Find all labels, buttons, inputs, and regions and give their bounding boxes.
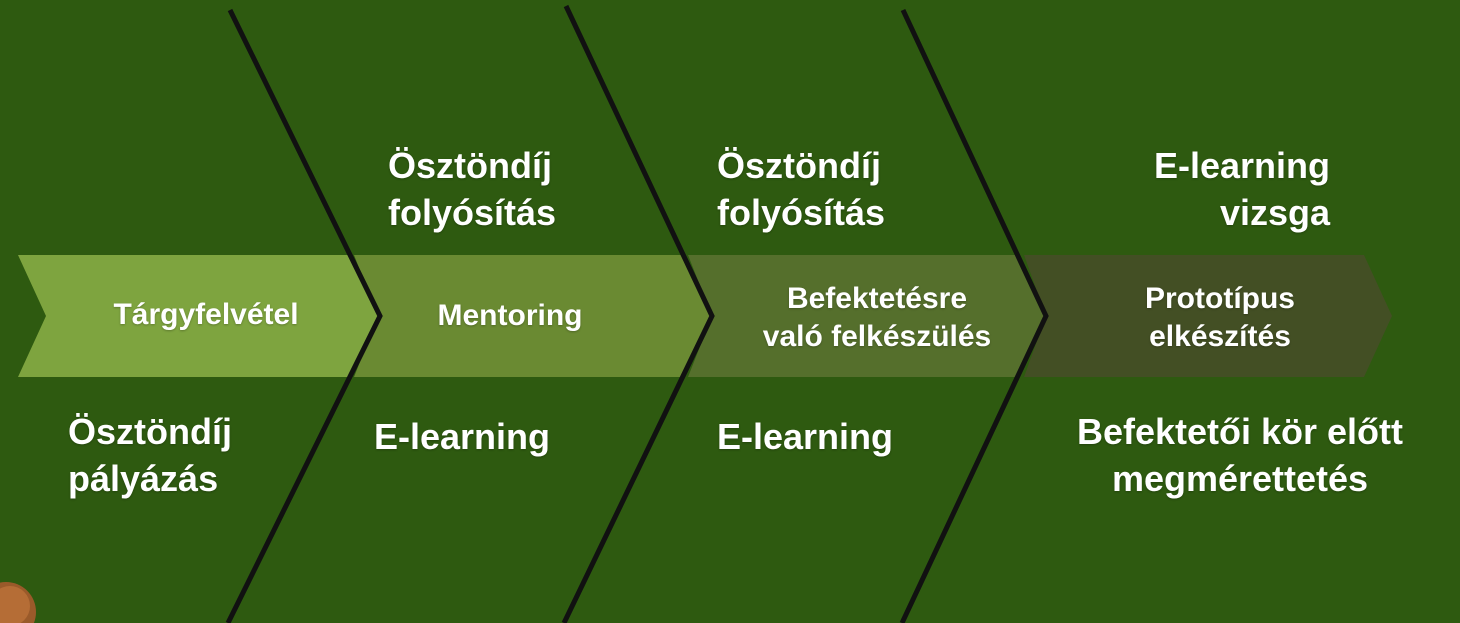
stage-4-label: Prototípus elkészítés	[1145, 282, 1295, 353]
stage-1-arrow	[18, 255, 380, 377]
stage-2-top-text: Ösztöndíj folyósítás	[388, 145, 557, 233]
stage-4-arrow	[1024, 255, 1392, 377]
stage-3-arrow	[688, 255, 1046, 377]
stage-3-top-text: Ösztöndíj folyósítás	[717, 145, 886, 233]
stage-1-bottom-text: Ösztöndíj pályázás	[68, 411, 232, 499]
stage-3-bottom-text: E-learning	[717, 416, 894, 457]
stage-2-label: Mentoring	[437, 299, 583, 332]
stage-4-bottom-text: Befektetői kör előtt megmérettetés	[1076, 411, 1404, 499]
decorative-circle-inner	[0, 586, 30, 623]
chevron-divider-3	[899, 8, 1049, 623]
stage-2-bottom-text: E-learning	[374, 416, 551, 457]
stage-2-arrow	[354, 255, 712, 377]
chevron-divider-1	[225, 8, 383, 623]
stage-1-label: Tárgyfelvétel	[113, 298, 299, 331]
stage-3-label: Befektetésre való felkészülés	[762, 282, 992, 353]
chevron-divider-2	[561, 4, 715, 623]
stage-4-top-text: E-learning vizsga	[1153, 145, 1330, 233]
